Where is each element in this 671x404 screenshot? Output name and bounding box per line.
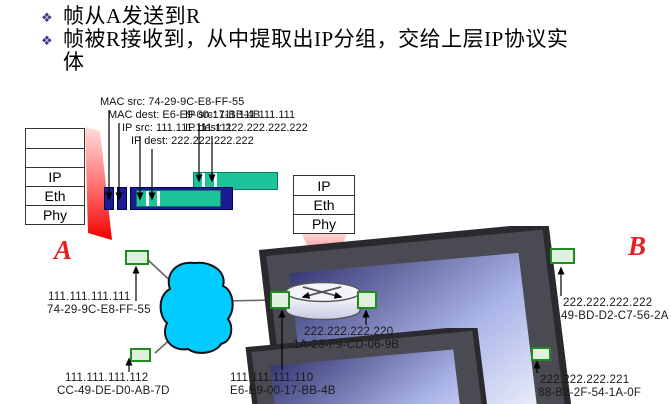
router-right-if-ip: 222.222.222.220 bbox=[304, 326, 394, 338]
host-a-nic bbox=[125, 250, 149, 265]
stack-row-phy: Phy bbox=[294, 214, 354, 233]
host-a-ip: 111.111.111.111 bbox=[48, 291, 131, 303]
bullet2-text-line1: 帧被R接收到，从中提取出IP分组，交给上层IP协议实 bbox=[63, 27, 569, 51]
payload-field-divider bbox=[157, 191, 160, 206]
bullet1-text: 帧从A发送到R bbox=[63, 4, 201, 28]
bullet2-icon: ❖ bbox=[41, 34, 53, 49]
router-right-interface bbox=[357, 291, 377, 309]
right-lower-mac: 88-B2-2F-54-1A-0F bbox=[538, 387, 642, 399]
left-lower-nic bbox=[130, 348, 151, 362]
stack-row bbox=[26, 148, 84, 167]
router-crossed-arrows-icon bbox=[301, 286, 343, 299]
stack-row-phy: Phy bbox=[26, 205, 84, 224]
router bbox=[285, 281, 361, 321]
host-b-nic bbox=[550, 248, 575, 264]
red-wedge-to-host-a bbox=[85, 127, 112, 240]
frame-mac-src-field bbox=[104, 187, 114, 210]
anno-ip-src: IP src: 111.111.111.111 bbox=[122, 122, 233, 134]
router-left-if-mac: E6-E9-00-17-BB-4B bbox=[230, 385, 336, 397]
datagram-field-divider bbox=[202, 173, 205, 189]
stack-row bbox=[26, 129, 84, 148]
left-lower-ip: 111.111.111.112 bbox=[65, 372, 149, 384]
anno-r-ip-dest: IP dest: 222.222.222.222 bbox=[185, 122, 308, 134]
router-protocol-stack: IP Eth Phy bbox=[293, 175, 355, 234]
stack-row-eth: Eth bbox=[294, 195, 354, 214]
router-left-if-ip: 111.111.111.110 bbox=[230, 372, 314, 384]
host-a-protocol-stack: IP Eth Phy bbox=[25, 128, 85, 225]
host-b-mac: 49-BD-D2-C7-56-2A bbox=[561, 310, 669, 322]
router-right-if-mac: 1A-23-F9-CD-06-9B bbox=[293, 339, 400, 351]
router-interface-boxes bbox=[270, 291, 377, 309]
stack-row-ip: IP bbox=[317, 177, 331, 194]
nic-boxes bbox=[125, 248, 575, 362]
host-a-label: A bbox=[54, 235, 73, 265]
frame-payload-datagram bbox=[136, 190, 221, 207]
left-lower-mac: CC-49-DE-D0-AB-7D bbox=[57, 385, 170, 397]
host-a-mac: 74-29-9C-E8-FF-55 bbox=[47, 304, 151, 316]
payload-field-divider bbox=[146, 191, 149, 206]
right-lower-nic bbox=[531, 347, 551, 361]
anno-mac-src: MAC src: 74-29-9C-E8-FF-55 bbox=[100, 96, 245, 108]
left-network-cloud bbox=[159, 261, 234, 354]
anno-mac-dest: MAC dest: E6-E9-00-17-BB-4B bbox=[108, 109, 261, 121]
bullet2-text-line2: 体 bbox=[63, 50, 85, 74]
router-left-interface bbox=[270, 291, 290, 309]
frame-body bbox=[130, 187, 233, 210]
bullet1-icon: ❖ bbox=[41, 11, 53, 26]
anno-ip-dest: IP dest: 222.222.222.222 bbox=[131, 135, 254, 147]
datagram-field-divider bbox=[214, 173, 217, 189]
stack-row-eth: Eth bbox=[26, 186, 84, 205]
host-b-label: B bbox=[628, 231, 647, 261]
host-b-ip: 222.222.222.222 bbox=[563, 297, 653, 309]
frame-mac-dest-field bbox=[117, 187, 127, 210]
anno-r-ip-src: IP src: 111.111.111.111 bbox=[185, 109, 296, 121]
stack-row-ip: IP bbox=[26, 167, 84, 186]
right-lower-ip: 222.222.222.221 bbox=[540, 374, 630, 386]
